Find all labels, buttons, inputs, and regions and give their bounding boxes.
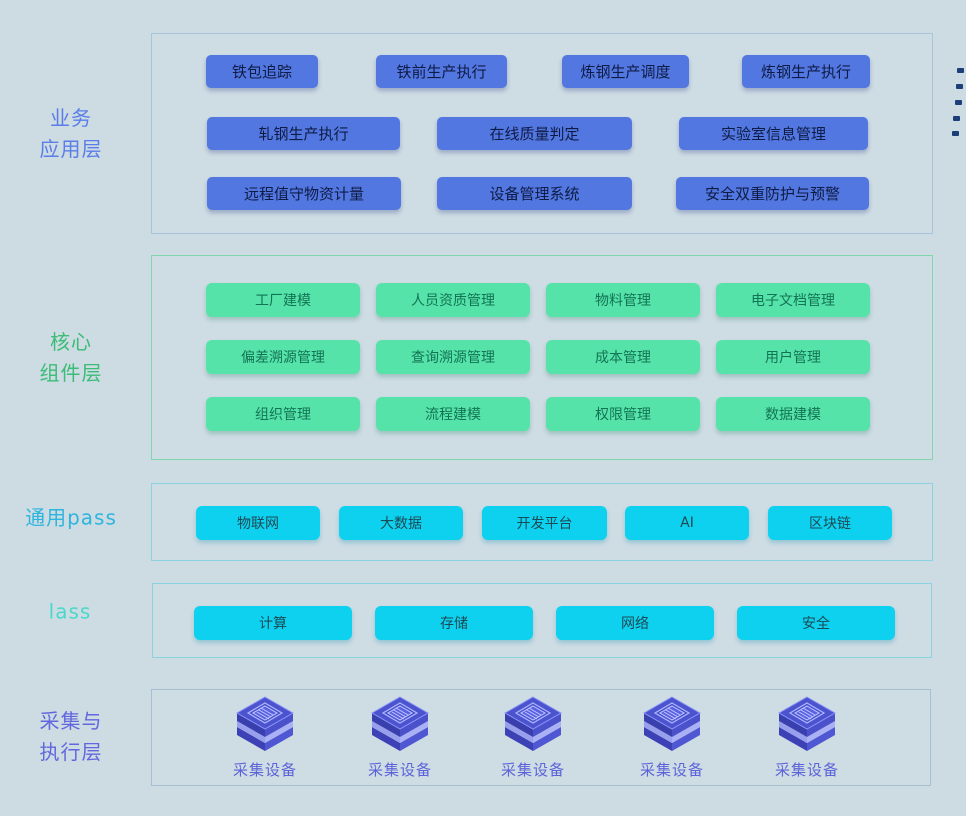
device-label: 采集设备: [639, 761, 704, 779]
module-button[interactable]: 用户管理: [716, 340, 870, 374]
module-button[interactable]: 数据建模: [716, 397, 870, 431]
module-button[interactable]: 在线质量判定: [437, 117, 632, 150]
module-button[interactable]: 设备管理系统: [437, 177, 632, 210]
layer-label-line: 核心: [50, 330, 92, 354]
iaas-layer-label: lass: [49, 597, 92, 628]
module-button[interactable]: 电子文档管理: [716, 283, 870, 317]
chip-cube-icon: [233, 695, 297, 753]
chip-cube-icon: [501, 695, 565, 753]
module-button[interactable]: 大数据: [339, 506, 463, 540]
module-button[interactable]: 工厂建模: [206, 283, 360, 317]
module-button[interactable]: 存储: [375, 606, 533, 640]
device-label: 采集设备: [232, 761, 297, 779]
module-button[interactable]: 物联网: [196, 506, 320, 540]
module-button[interactable]: 安全: [737, 606, 895, 640]
module-button[interactable]: 炼钢生产执行: [742, 55, 870, 88]
business-application-layer-label: 业务应用层: [40, 103, 103, 165]
edge-dash-decoration: [957, 68, 964, 73]
collection-device: 采集设备: [228, 695, 302, 780]
module-button[interactable]: 权限管理: [546, 397, 700, 431]
core-components-layer-label: 核心组件层: [40, 327, 103, 389]
module-button[interactable]: 物料管理: [546, 283, 700, 317]
general-paas-layer-label: 通用pass: [25, 503, 117, 534]
collection-device: 采集设备: [770, 695, 844, 780]
module-button[interactable]: 远程值守物资计量: [207, 177, 401, 210]
collection-device: 采集设备: [496, 695, 570, 780]
collection-device: 采集设备: [635, 695, 709, 780]
edge-dash-decoration: [955, 100, 962, 105]
module-button[interactable]: 实验室信息管理: [679, 117, 868, 150]
layer-label-line: 通用pass: [25, 505, 117, 530]
edge-dash-decoration: [952, 131, 959, 136]
module-button[interactable]: 人员资质管理: [376, 283, 530, 317]
module-button[interactable]: 查询溯源管理: [376, 340, 530, 374]
module-button[interactable]: 轧钢生产执行: [207, 117, 400, 150]
module-button[interactable]: 铁前生产执行: [376, 55, 507, 88]
module-button[interactable]: 区块链: [768, 506, 892, 540]
module-button[interactable]: 偏差溯源管理: [206, 340, 360, 374]
module-button[interactable]: 网络: [556, 606, 714, 640]
module-button[interactable]: 成本管理: [546, 340, 700, 374]
chip-cube-icon: [775, 695, 839, 753]
layer-label-line: 采集与: [39, 709, 103, 733]
collection-device: 采集设备: [363, 695, 437, 780]
module-button[interactable]: 炼钢生产调度: [562, 55, 689, 88]
edge-dash-decoration: [956, 84, 963, 89]
layer-label-line: 应用层: [39, 137, 103, 161]
device-label: 采集设备: [367, 761, 432, 779]
device-label: 采集设备: [500, 761, 565, 779]
module-button[interactable]: 铁包追踪: [206, 55, 318, 88]
module-button[interactable]: AI: [625, 506, 749, 540]
layer-label-line: lass: [48, 599, 92, 624]
module-button[interactable]: 流程建模: [376, 397, 530, 431]
device-label: 采集设备: [774, 761, 839, 779]
layer-label-line: 业务: [50, 106, 92, 130]
chip-cube-icon: [368, 695, 432, 753]
layer-label-line: 组件层: [39, 361, 103, 385]
chip-cube-icon: [640, 695, 704, 753]
module-button[interactable]: 计算: [194, 606, 352, 640]
module-button[interactable]: 安全双重防护与预警: [676, 177, 869, 210]
module-button[interactable]: 开发平台: [482, 506, 607, 540]
edge-dash-decoration: [953, 116, 960, 121]
collection-execution-layer-label: 采集与执行层: [40, 706, 103, 768]
layer-label-line: 执行层: [39, 740, 103, 764]
module-button[interactable]: 组织管理: [206, 397, 360, 431]
